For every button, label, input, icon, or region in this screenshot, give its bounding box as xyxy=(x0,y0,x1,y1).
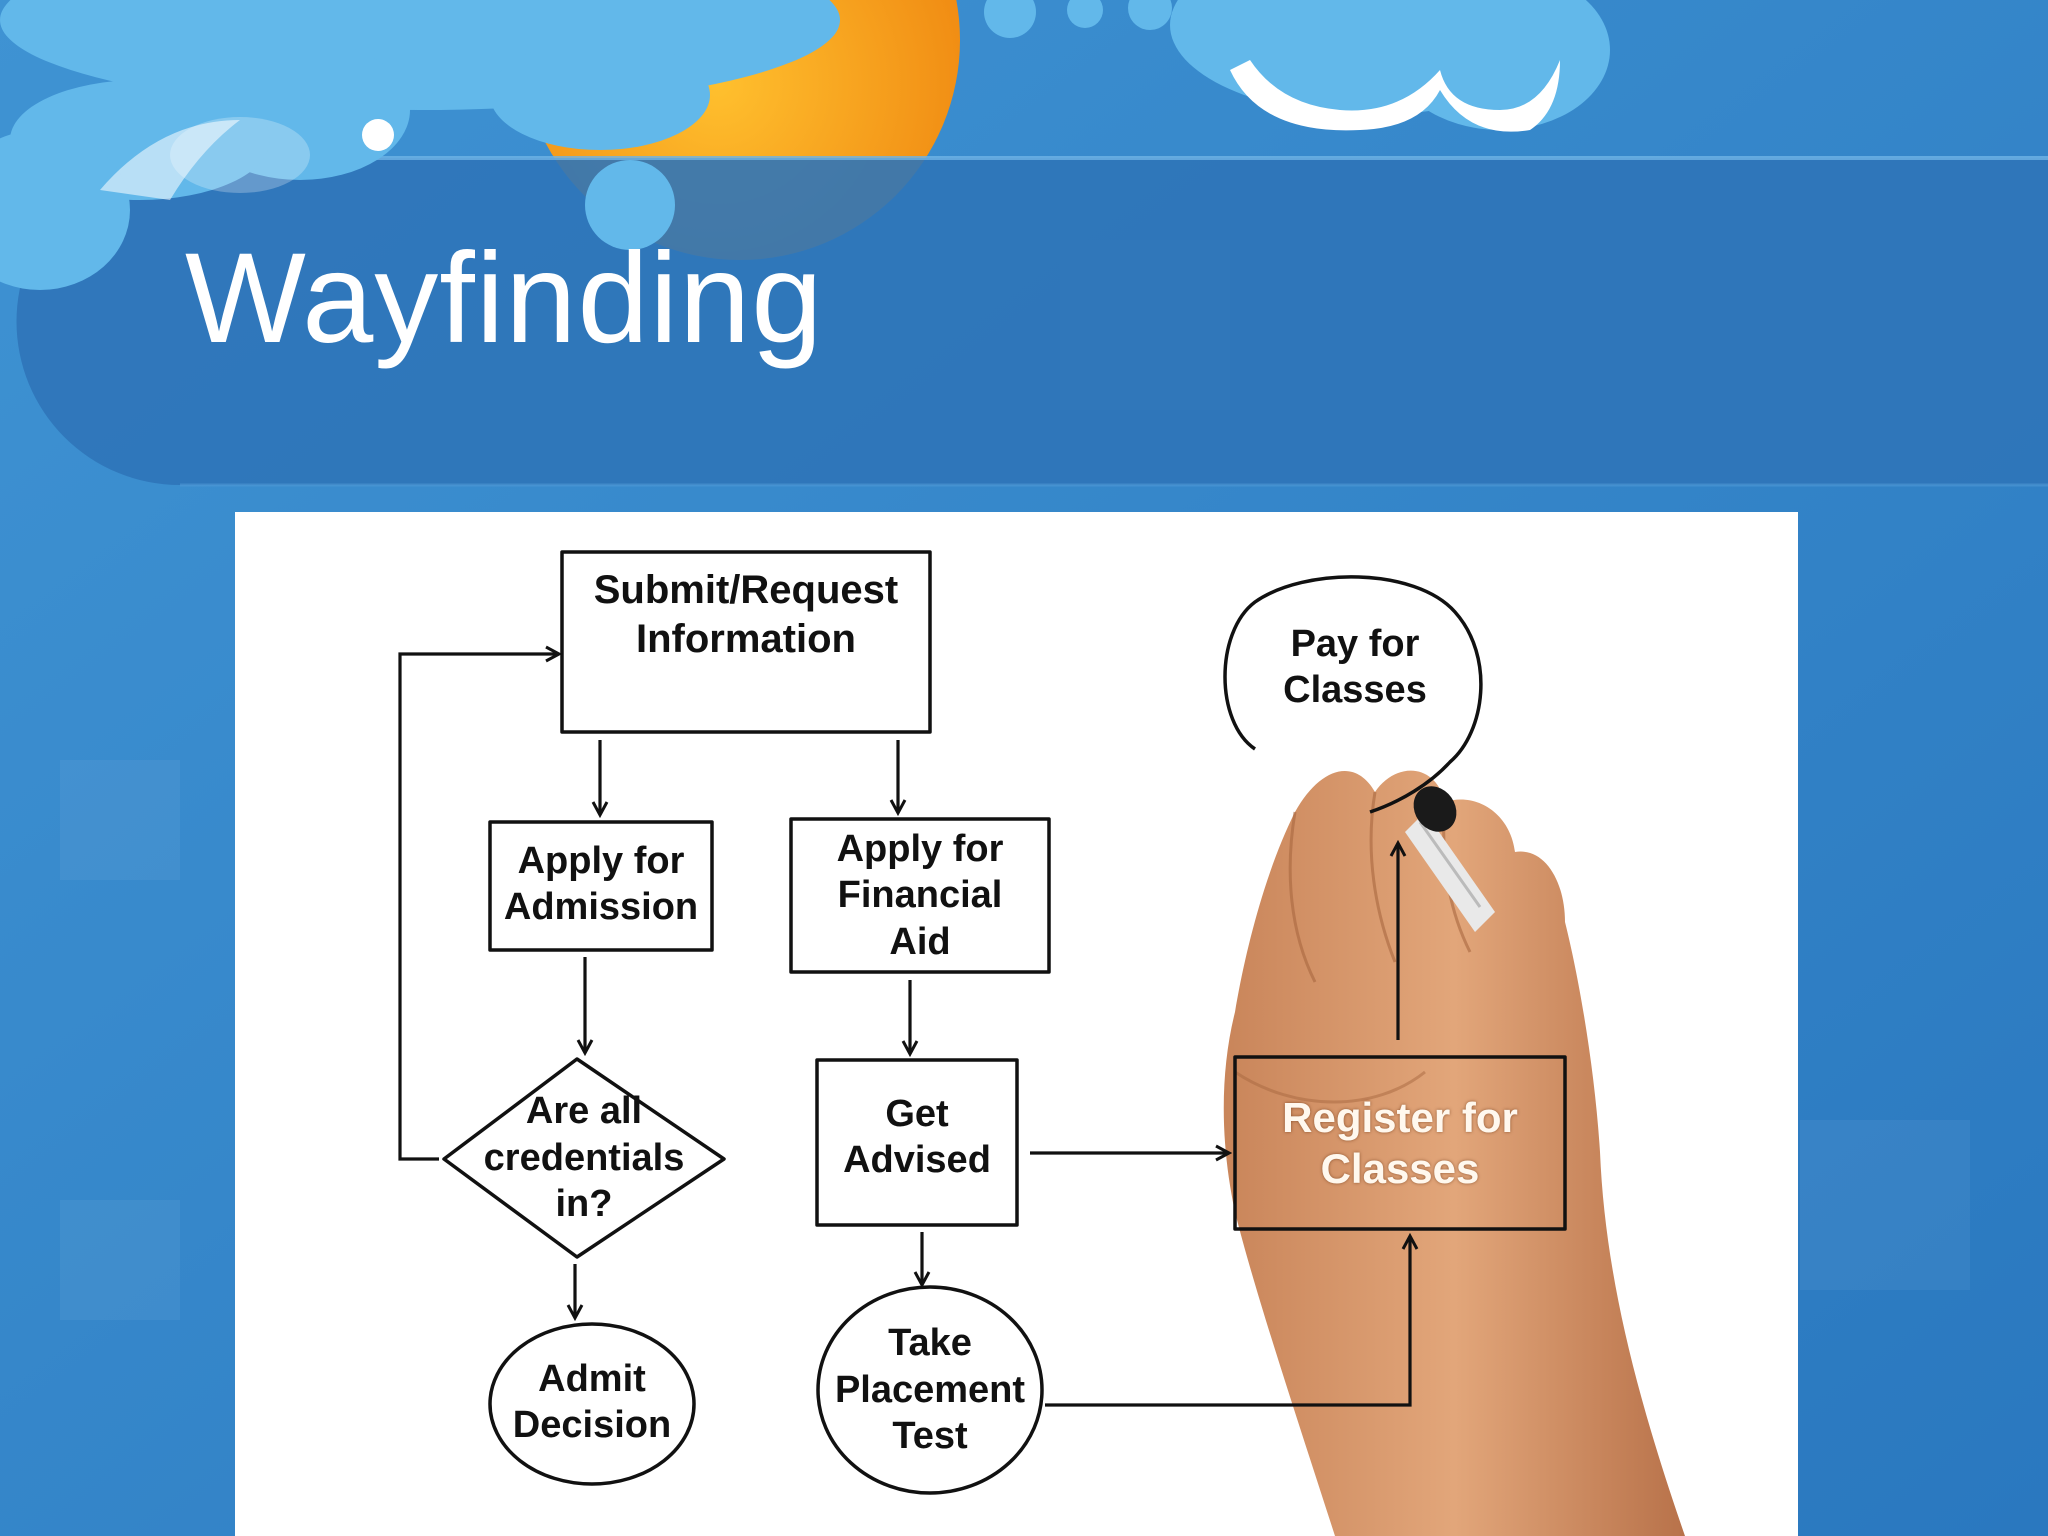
cloud-shapes xyxy=(0,0,1610,290)
node-register-label: Register for Classes xyxy=(1282,1093,1518,1192)
edge-test-to-register xyxy=(1045,1237,1410,1407)
node-admit-decision-label: Admit Decision xyxy=(512,1357,672,1446)
node-get-advised-box xyxy=(815,1058,1019,1227)
node-register-box xyxy=(1233,1055,1567,1231)
title-band xyxy=(16,156,2048,487)
node-get-advised-label: Get Advised xyxy=(843,1092,991,1181)
node-pay-oval xyxy=(1223,575,1483,814)
flowchart-drawing xyxy=(398,550,1685,1536)
node-placement-test-label: Take Placement Test xyxy=(834,1322,1026,1458)
node-apply-admission-label: Apply for Admission xyxy=(503,839,699,928)
node-pay-label: Pay for Classes xyxy=(1283,622,1427,711)
node-apply-aid-label: Apply for Financial Aid xyxy=(836,827,1004,963)
slide-title: Wayfinding xyxy=(185,227,824,370)
node-apply-aid-box xyxy=(789,817,1051,974)
node-apply-admission-box xyxy=(488,820,714,952)
node-credentials-diamond xyxy=(442,1057,726,1259)
node-submit-label: Submit/Request Information xyxy=(593,568,899,661)
node-submit-box xyxy=(560,550,932,734)
node-credentials-label: Are all credentials in? xyxy=(483,1090,685,1226)
node-admit-decision-oval xyxy=(488,1322,696,1486)
hand-illustration xyxy=(1223,770,1685,1536)
flowchart-panel: Submit/Request Information Apply for Adm… xyxy=(235,512,1798,1536)
edge-credentials-back-to-submit xyxy=(398,654,558,1161)
